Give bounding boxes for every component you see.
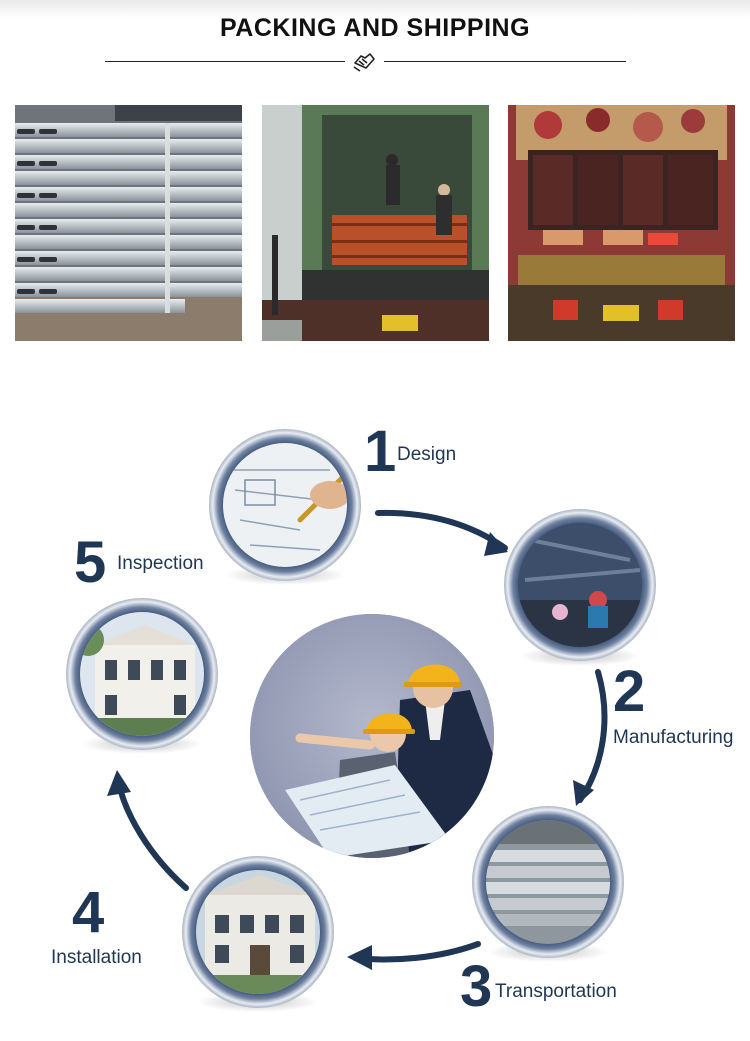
step-5-number: 5 bbox=[74, 530, 107, 595]
step-4-label: Installation bbox=[51, 947, 142, 968]
step-3-label: Transportation bbox=[495, 981, 617, 1002]
step-4-number: 4 bbox=[72, 880, 105, 945]
arrow-installation-to-inspection bbox=[115, 777, 189, 891]
step-installation-image bbox=[182, 856, 334, 1012]
step-5-label: Inspection bbox=[117, 553, 204, 574]
step-2-label: Manufacturing bbox=[613, 727, 734, 748]
step-inspection-image bbox=[66, 598, 218, 754]
photo-container-loading bbox=[262, 105, 489, 341]
title-rule-left bbox=[105, 61, 345, 62]
photo-steel-channels bbox=[15, 105, 242, 341]
center-engineers-image bbox=[250, 614, 494, 858]
step-1-label: Design bbox=[397, 444, 457, 465]
handshake-icon bbox=[353, 53, 375, 72]
page-title: PACKING AND SHIPPING bbox=[219, 14, 531, 42]
arrow-design-to-manufacturing bbox=[375, 509, 508, 551]
photo-loaded-truck bbox=[508, 105, 735, 341]
step-transportation-image bbox=[472, 806, 624, 962]
step-manufacturing-image bbox=[504, 509, 656, 666]
top-shade bbox=[0, 0, 750, 18]
step-2-number: 2 bbox=[613, 659, 646, 724]
arrow-manufacturing-to-transportation bbox=[577, 669, 608, 803]
step-1-number: 1 bbox=[364, 419, 397, 484]
step-3-number: 3 bbox=[460, 954, 493, 1019]
step-design-image bbox=[209, 429, 361, 585]
title-rule-right bbox=[384, 61, 626, 62]
